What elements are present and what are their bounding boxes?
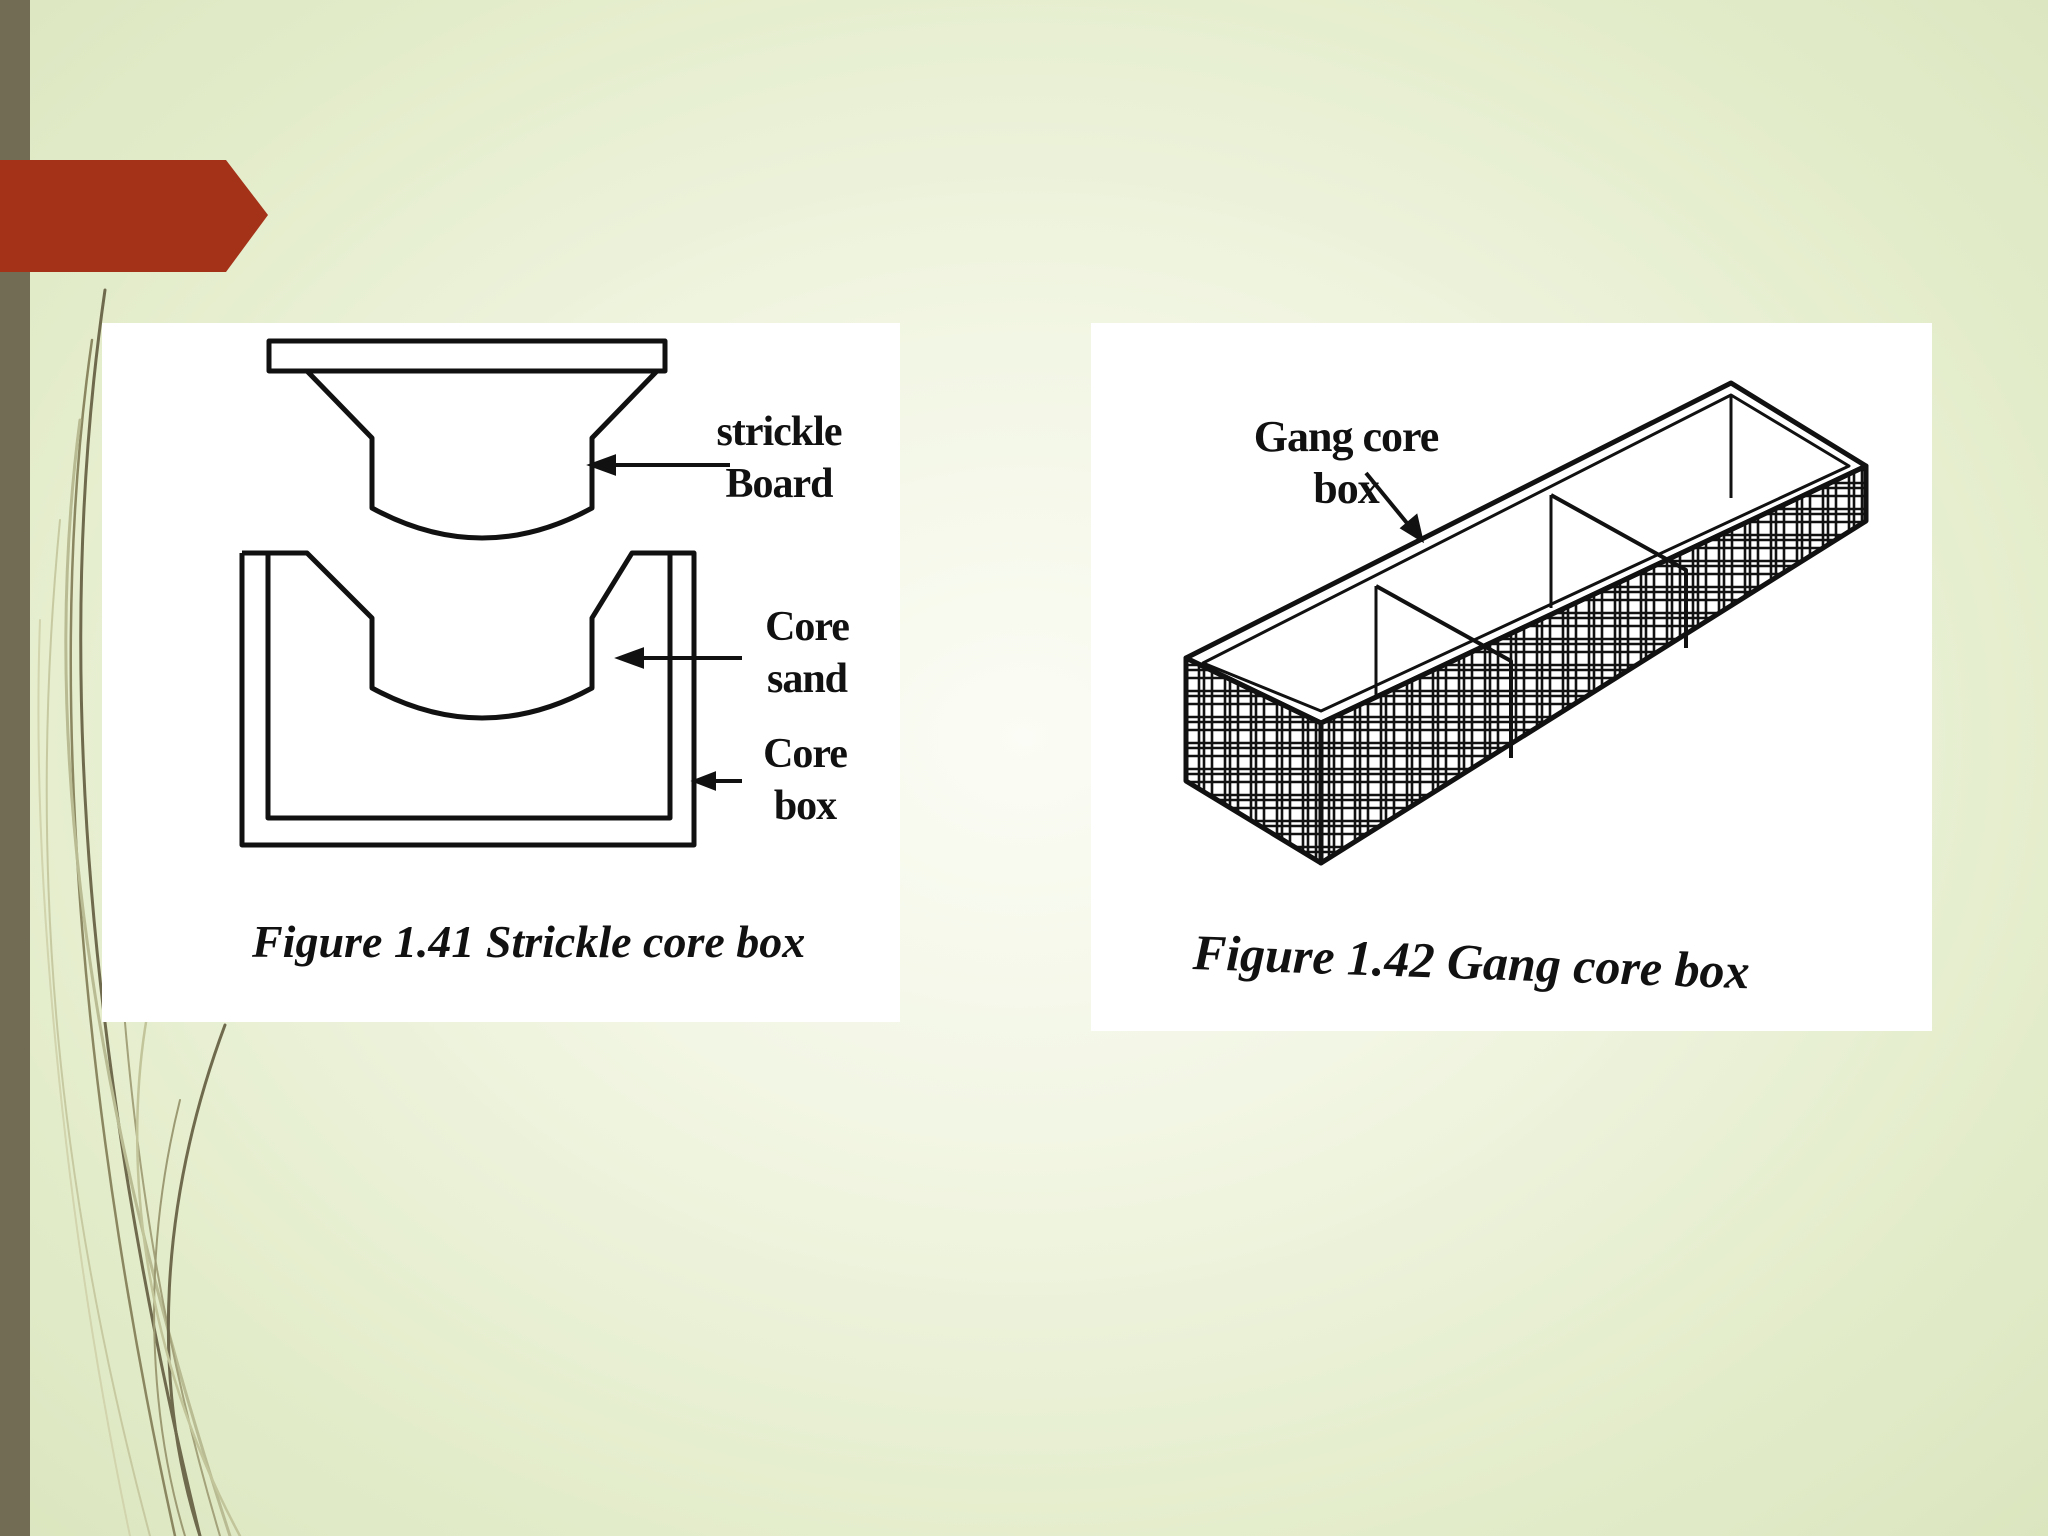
- figure-gang-core-box: Gang core box Figure 1.42 Gang core box: [1091, 323, 1932, 1031]
- gang-core-box-label: Gang core box: [1231, 415, 1461, 511]
- figure-strickle-core-box: strickle Board Core sand Core box Figure…: [102, 323, 900, 1022]
- core-box-label-line2: box: [773, 783, 837, 829]
- core-box-label: Core box: [750, 733, 860, 827]
- left-sidebar-bar: [0, 0, 30, 1536]
- gang-core-box-label-line1: Gang core: [1253, 412, 1440, 461]
- strickle-core-box-diagram: [239, 338, 742, 848]
- strickle-board-label-line1: strickle: [716, 409, 843, 455]
- strickle-board-label: strickle Board: [714, 411, 844, 505]
- core-sand-label-line2: sand: [766, 656, 848, 702]
- strickle-board-label-line2: Board: [725, 461, 833, 507]
- gang-core-box-diagram: [1183, 380, 1869, 866]
- core-sand-label: Core sand: [752, 606, 862, 700]
- figure-1-caption: Figure 1.41 Strickle core box: [252, 916, 806, 967]
- core-sand-label-line1: Core: [765, 604, 850, 650]
- gang-core-box-label-line2: box: [1313, 464, 1379, 513]
- core-box-label-line1: Core: [763, 731, 848, 777]
